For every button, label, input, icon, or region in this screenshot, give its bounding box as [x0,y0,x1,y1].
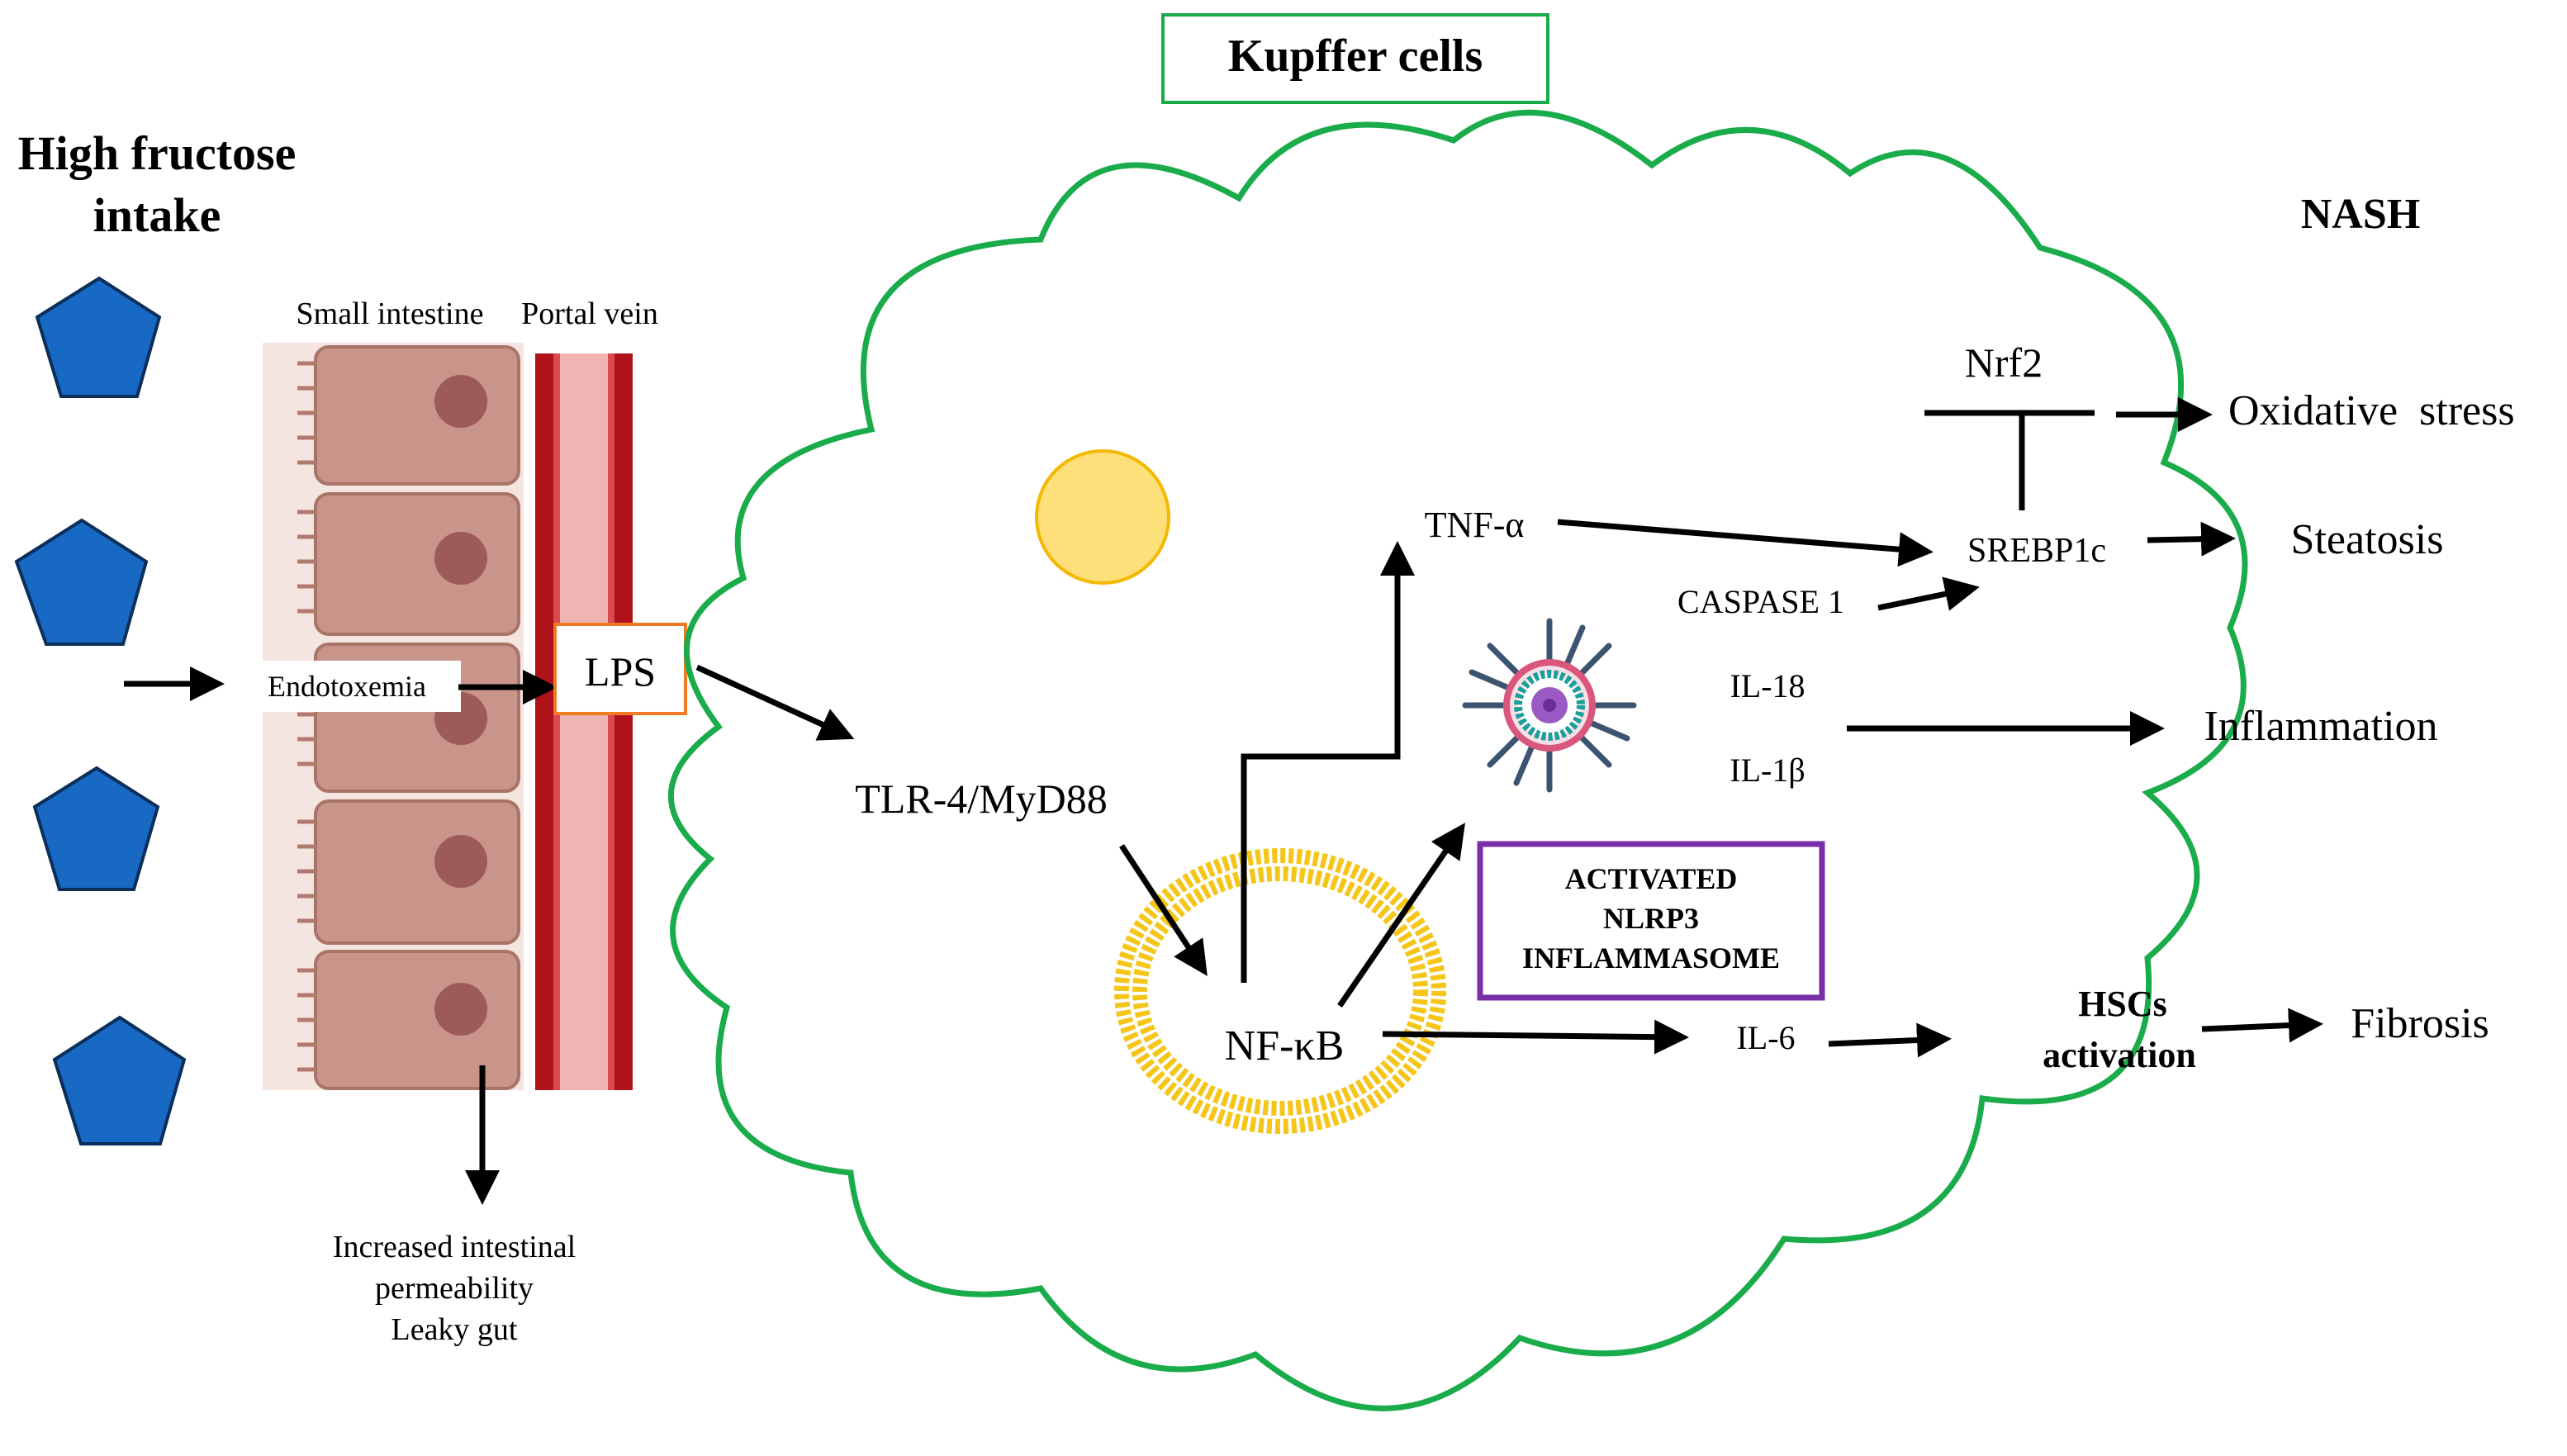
lps-label: LPS [585,648,656,695]
oxidative-stress-label: Oxidative stress [2228,387,2515,434]
arrow-nfkb-to-inflammasome [1337,823,1465,1008]
fructose-heading: High fructose intake [18,126,297,242]
fructose-pentagon-icon [35,276,162,398]
inflammasome-line3: INFLAMMASOME [1522,941,1780,975]
inflammasome-icon [1462,618,1637,793]
inflammasome-box: ACTIVATED NLRP3 INFLAMMASOME [1477,841,1825,1001]
il6-label: IL-6 [1736,1019,1795,1056]
permeability-line3: Leaky gut [391,1312,517,1347]
endotoxemia-label: Endotoxemia [268,670,426,703]
arrow-nfkb-to-il6 [1382,1019,1689,1055]
fibrosis-label: Fibrosis [2351,1000,2489,1047]
arrow-lps-to-tlr4 [695,664,855,741]
inflammasome-line2: NLRP3 [1603,902,1699,935]
fructose-heading-line1: High fructose [18,126,297,180]
kupffer-title-border [1161,13,1549,104]
epithelial-cell [314,345,520,486]
nfkb-label: NF-κB [1225,1022,1345,1069]
permeability-label: Increased intestinal permeability Leaky … [333,1230,576,1347]
tlr4-label: TLR-4/MyD88 [855,775,1108,822]
permeability-line2: permeability [375,1271,534,1306]
lps-box: LPS [553,623,687,715]
arrow-srebp-to-steatosis [2147,521,2236,557]
epithelial-cell [314,799,520,945]
arrow-il6-to-hsc [1828,1022,1952,1058]
inflammation-label: Inflammation [2204,703,2437,750]
arrow-hsc-to-fibrosis [2201,1008,2323,1043]
hsc-activation-line2: activation [2043,1035,2196,1075]
il18-label: IL-18 [1730,667,1805,704]
fructose-pentagon-icon [32,766,160,891]
portal-vein-illustration [535,353,633,1090]
small-intestine-label: Small intestine [297,296,484,331]
il1b-label: IL-1β [1730,752,1805,789]
fructose-pentagon-icon [14,518,149,646]
cell-nucleus [1035,449,1170,585]
endosome-membrane [1114,848,1446,1134]
nash-heading: NASH [2301,191,2420,238]
arrow-tlr4-to-nfkb [1119,844,1208,976]
permeability-line1: Increased intestinal [333,1230,576,1264]
caspase1-label: CASPASE 1 [1677,583,1844,620]
small-intestine-illustration [263,343,524,1090]
tnfa-label: TNF-α [1425,505,1525,545]
kupffer-cell-outline [668,109,2248,1411]
kupffer-title: Kupffer cells [1228,31,1483,82]
kupffer-title-box: Kupffer cells [1161,13,1549,104]
steatosis-label: Steatosis [2291,516,2444,563]
hsc-activation-line1: HSCs [2078,984,2167,1024]
fructose-heading-line2: intake [93,188,221,242]
arrow-tnfa-to-srebp [1557,519,1934,567]
arrow-caspase-to-srebp [1877,576,1980,611]
srebp1c-label: SREBP1c [1967,532,2106,570]
fructose-pentagon-icon [52,1015,187,1145]
epithelial-cell [314,492,520,636]
portal-vein-label: Portal vein [521,296,658,331]
epithelial-cell [314,950,520,1090]
inflammasome-line1: ACTIVATED [1565,862,1738,895]
endotoxemia-node: Endotoxemia [240,661,461,712]
fructose-pentagons [14,276,187,1145]
nrf2-label: Nrf2 [1965,339,2043,386]
arrow-nfkb-to-tnfa [1241,541,1415,983]
